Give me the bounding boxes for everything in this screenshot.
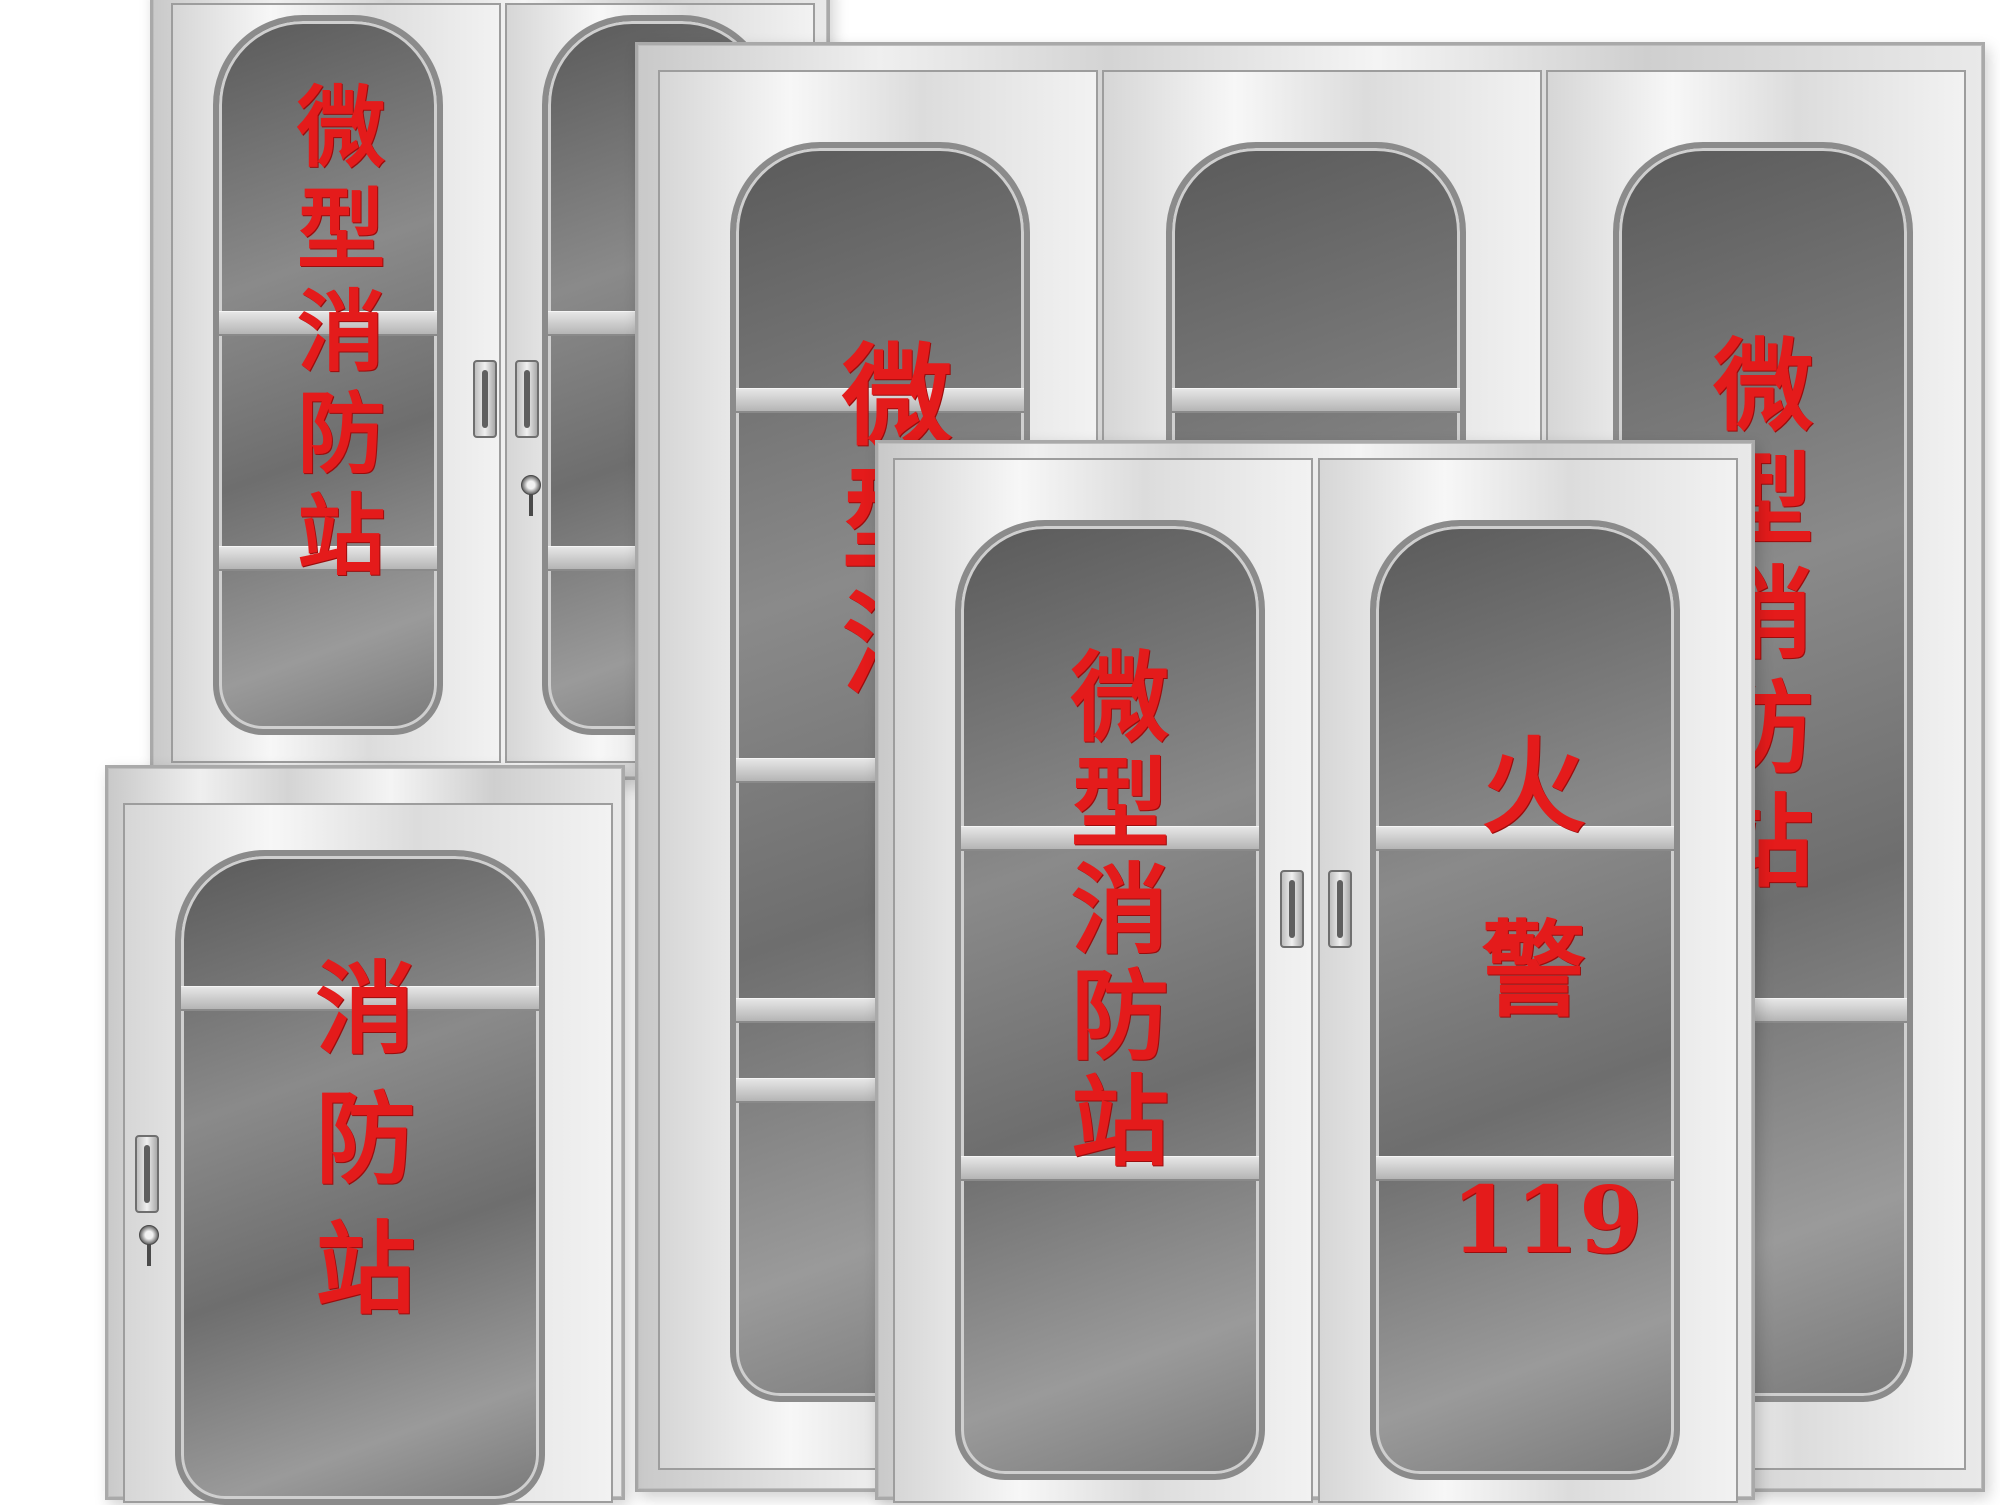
shelf bbox=[961, 1156, 1259, 1181]
door-handle[interactable] bbox=[135, 1135, 159, 1213]
door-left[interactable]: 微型消防站 bbox=[893, 458, 1375, 1503]
door-handle[interactable] bbox=[1280, 870, 1304, 948]
glass-panel: 火警 119 bbox=[1370, 520, 1680, 1480]
cabinet-label: 消防站 bbox=[298, 956, 416, 1346]
shelf bbox=[736, 388, 1024, 413]
shelf bbox=[181, 986, 539, 1011]
cabinet-label: 微型消防站 bbox=[282, 81, 387, 591]
cabinet-front-center: 微型消防站 火警 119 bbox=[875, 440, 1755, 1503]
glass-panel: 消防站 bbox=[175, 850, 545, 1505]
shelf bbox=[1376, 826, 1674, 851]
door-left[interactable]: 微型消防站 bbox=[171, 3, 501, 763]
cabinet-bottom-left: 消防站 bbox=[105, 765, 625, 1505]
shelf bbox=[219, 546, 437, 571]
lock-icon bbox=[521, 475, 541, 516]
glass-panel: 微型消防站 bbox=[955, 520, 1265, 1480]
door-handle[interactable] bbox=[1328, 870, 1352, 948]
cabinet-label: 微型消防站 bbox=[1053, 646, 1169, 1176]
lock-icon bbox=[139, 1225, 159, 1266]
cabinet-label: 火警 bbox=[1463, 731, 1587, 1099]
shelf bbox=[1376, 1156, 1674, 1181]
door-right[interactable]: 火警 119 bbox=[1318, 458, 1738, 1503]
door-single[interactable]: 消防站 bbox=[123, 803, 613, 1505]
glass-panel: 微型消防站 bbox=[213, 15, 443, 735]
shelf bbox=[961, 826, 1259, 851]
door-handle[interactable] bbox=[473, 360, 497, 438]
shelf bbox=[219, 311, 437, 336]
door-handle[interactable] bbox=[515, 360, 539, 438]
emergency-number: 119 bbox=[1451, 1166, 1644, 1274]
shelf bbox=[1172, 388, 1460, 413]
